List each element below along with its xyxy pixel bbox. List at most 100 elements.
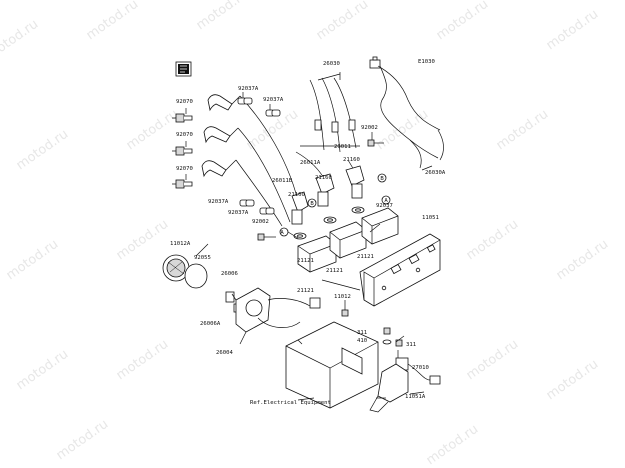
grommet-2 — [323, 216, 337, 224]
watermark-18: motod.ru — [464, 337, 521, 383]
spark-plug-1 — [172, 113, 193, 123]
watermark-8: motod.ru — [124, 107, 181, 153]
label-26006: 26006 — [221, 271, 238, 277]
label-92070-3: 92070 — [176, 166, 193, 172]
ignition-coil-1 — [297, 235, 337, 273]
label-26011b: 26011B — [272, 178, 293, 184]
washer-410 — [382, 339, 392, 345]
label-11051: 11051 — [422, 215, 439, 221]
bracket-11051a — [369, 363, 409, 413]
label-11051a: 11051A — [405, 394, 426, 400]
label-21160-3: 21160 — [288, 192, 305, 198]
o-ring-92055 — [184, 263, 208, 289]
clamp-92037a-3 — [239, 199, 255, 207]
watermark-5: motod.ru — [434, 0, 491, 43]
watermark-17: motod.ru — [114, 337, 171, 383]
watermark-20: motod.ru — [54, 417, 111, 463]
harness-26004 — [235, 287, 321, 333]
marker-b-1 — [307, 198, 317, 208]
watermark-14: motod.ru — [464, 217, 521, 263]
spark-plug-3 — [172, 179, 193, 189]
label-26030: 26030 — [323, 61, 340, 67]
label-26030a: 26030A — [425, 170, 446, 176]
coil-cap-21160-1 — [345, 165, 365, 199]
label-92002-1: 92002 — [361, 125, 378, 131]
label-92037a-4: 92037A — [228, 210, 249, 216]
grommet-92037 — [351, 206, 365, 214]
coil-cap-21160-3 — [291, 191, 309, 225]
label-11012: 11012 — [334, 294, 351, 300]
fuse-holder-26006 — [225, 291, 235, 303]
watermark-4: motod.ru — [314, 0, 371, 43]
label-26011: 26011 — [334, 144, 351, 150]
marker-b-1-text: B — [310, 201, 314, 207]
label-21121-4: 21121 — [297, 288, 314, 294]
watermark-6: motod.ru — [544, 7, 601, 53]
plug-cap-3 — [201, 159, 237, 178]
marker-a-2-text: A — [384, 198, 388, 204]
spark-plug-2 — [172, 146, 193, 156]
label-92037a-2: 92037A — [263, 97, 284, 103]
label-27010: 27010 — [412, 365, 429, 371]
bolt-92002-1 — [367, 139, 384, 147]
label-311-1: 311 — [357, 330, 367, 336]
watermark-7: motod.ru — [14, 127, 71, 173]
electrical-box — [285, 321, 379, 409]
watermark-21: motod.ru — [424, 422, 481, 468]
coil-cap-21160-2 — [315, 173, 335, 207]
marker-a-1-text: A — [280, 230, 284, 236]
watermark-16: motod.ru — [14, 347, 71, 393]
label-26006a: 26006A — [200, 321, 221, 327]
label-92070-2: 92070 — [176, 132, 193, 138]
plug-cap-1 — [207, 94, 241, 112]
label-92037a-3: 92037A — [208, 199, 229, 205]
watermark-3: motod.ru — [194, 0, 251, 33]
ignition-coil-3 — [361, 207, 399, 245]
watermark-12: motod.ru — [4, 237, 61, 283]
connector-26030a — [369, 56, 381, 69]
marker-b-2 — [377, 173, 387, 183]
bracket-11051 — [359, 233, 441, 307]
label-21160-2: 21160 — [315, 175, 332, 181]
label-21121-1: 21121 — [297, 258, 314, 264]
label-26004: 26004 — [216, 350, 233, 356]
watermark-15: motod.ru — [554, 237, 611, 283]
ignition-coil-2 — [329, 221, 367, 259]
book-icon — [175, 61, 192, 77]
watermark-13: motod.ru — [114, 217, 171, 263]
marker-b-2-text: B — [380, 176, 384, 182]
nut-311-1 — [383, 327, 391, 335]
bolt-92002-2 — [257, 233, 276, 241]
label-21121-3: 21121 — [357, 254, 374, 260]
label-ref-electrical: Ref.Electrical Equipment — [250, 400, 331, 406]
cap-11012a — [162, 254, 190, 282]
label-92002-2: 92002 — [252, 219, 269, 225]
label-26011a: 26011A — [300, 160, 321, 166]
watermark-2: motod.ru — [84, 0, 141, 43]
plug-cap-2 — [203, 126, 239, 144]
clamp-92037a-2 — [265, 109, 281, 117]
label-21121-2: 21121 — [326, 268, 343, 274]
labels: 26030 92037A 92037A 92070 92070 92070 92… — [170, 61, 446, 406]
clamp-92037a-1 — [237, 97, 253, 105]
label-92037a-1: 92037A — [238, 86, 259, 92]
grommet-3 — [293, 232, 307, 240]
label-11012a: 11012A — [170, 241, 191, 247]
watermark-10: motod.ru — [374, 107, 431, 153]
label-92055: 92055 — [194, 255, 211, 261]
label-311-2: 311 — [406, 342, 416, 348]
bolt-11012 — [341, 309, 349, 317]
clamp-92037a-4 — [259, 207, 275, 215]
watermark-19: motod.ru — [544, 357, 601, 403]
label-21160-1: 21160 — [343, 157, 360, 163]
watermark-11: motod.ru — [494, 107, 551, 153]
label-92037: 92037 — [376, 203, 393, 209]
label-92070-1: 92070 — [176, 99, 193, 105]
diagram-code: E1030 — [418, 59, 435, 65]
watermark-1: motod.ru — [0, 17, 41, 63]
label-410: 410 — [357, 338, 367, 344]
marker-a-2 — [381, 195, 391, 205]
watermark-layer: motod.ru motod.ru motod.ru motod.ru moto… — [0, 0, 611, 468]
